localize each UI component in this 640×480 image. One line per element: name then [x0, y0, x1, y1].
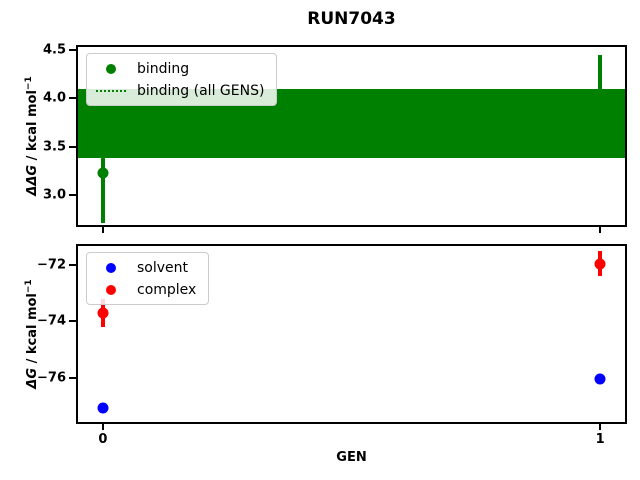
solvent-data-point — [97, 402, 109, 414]
ylabel-rest-top: / kcal mol — [25, 90, 41, 165]
solvent-data-point — [594, 373, 606, 385]
y-tick-label: −72 — [37, 257, 66, 273]
y-axis-label-binding: ΔΔG / kcal mol−1 — [24, 76, 40, 195]
legend-item: binding — [93, 58, 264, 79]
x-tick-label: 1 — [595, 432, 605, 447]
x-tick-mark — [599, 227, 602, 233]
legend-label: solvent — [137, 259, 189, 276]
binding-dot-icon — [106, 63, 116, 74]
complex-dot-icon — [106, 284, 116, 295]
y-tick-label: 3.5 — [42, 139, 66, 155]
solvent-dot-icon — [106, 262, 116, 273]
y-tick-mark — [69, 48, 76, 51]
legend-item: solvent — [93, 257, 196, 278]
legend-marker — [93, 262, 129, 273]
y-tick-label: 4.5 — [42, 42, 66, 58]
ylabel-sup-bottom: −1 — [23, 279, 34, 294]
ylabel-math-top: ΔΔG — [25, 164, 41, 196]
y-tick-mark — [69, 263, 76, 266]
x-axis-label: GEN — [336, 450, 367, 465]
dotted-line-icon — [96, 89, 126, 92]
legend-label: binding — [137, 60, 190, 77]
x-tick-mark — [101, 227, 104, 233]
legend-item: binding (all GENS) — [93, 80, 264, 101]
legend: binding binding (all GENS) — [86, 53, 278, 106]
legend-marker — [93, 63, 129, 74]
y-tick-label: 3.0 — [42, 187, 66, 203]
y-tick-label: −76 — [37, 370, 66, 386]
y-tick-label: −74 — [37, 313, 66, 329]
legend-marker — [93, 284, 129, 295]
binding-data-point — [594, 89, 606, 101]
x-tick-mark — [101, 424, 104, 430]
y-tick-mark — [69, 97, 76, 100]
y-tick-mark — [69, 376, 76, 379]
binding-data-point — [97, 167, 109, 179]
y-tick-mark — [69, 194, 76, 196]
legend-label: complex — [137, 281, 197, 298]
ylabel-rest-bottom: / kcal mol — [25, 293, 41, 368]
y-tick-mark — [69, 320, 76, 323]
legend-item: complex — [93, 279, 196, 300]
chart-title: RUN7043 — [307, 9, 396, 29]
y-tick-mark — [69, 145, 76, 148]
y-tick-label: 4.0 — [42, 90, 66, 106]
x-tick-label: 0 — [98, 432, 108, 447]
legend-marker — [93, 89, 129, 92]
legend: solvent complex — [86, 252, 210, 305]
x-tick-mark — [599, 424, 602, 430]
complex-data-point — [594, 258, 606, 269]
complex-data-point — [97, 307, 109, 319]
legend-label: binding (all GENS) — [137, 82, 265, 99]
ylabel-sup-top: −1 — [23, 76, 34, 91]
